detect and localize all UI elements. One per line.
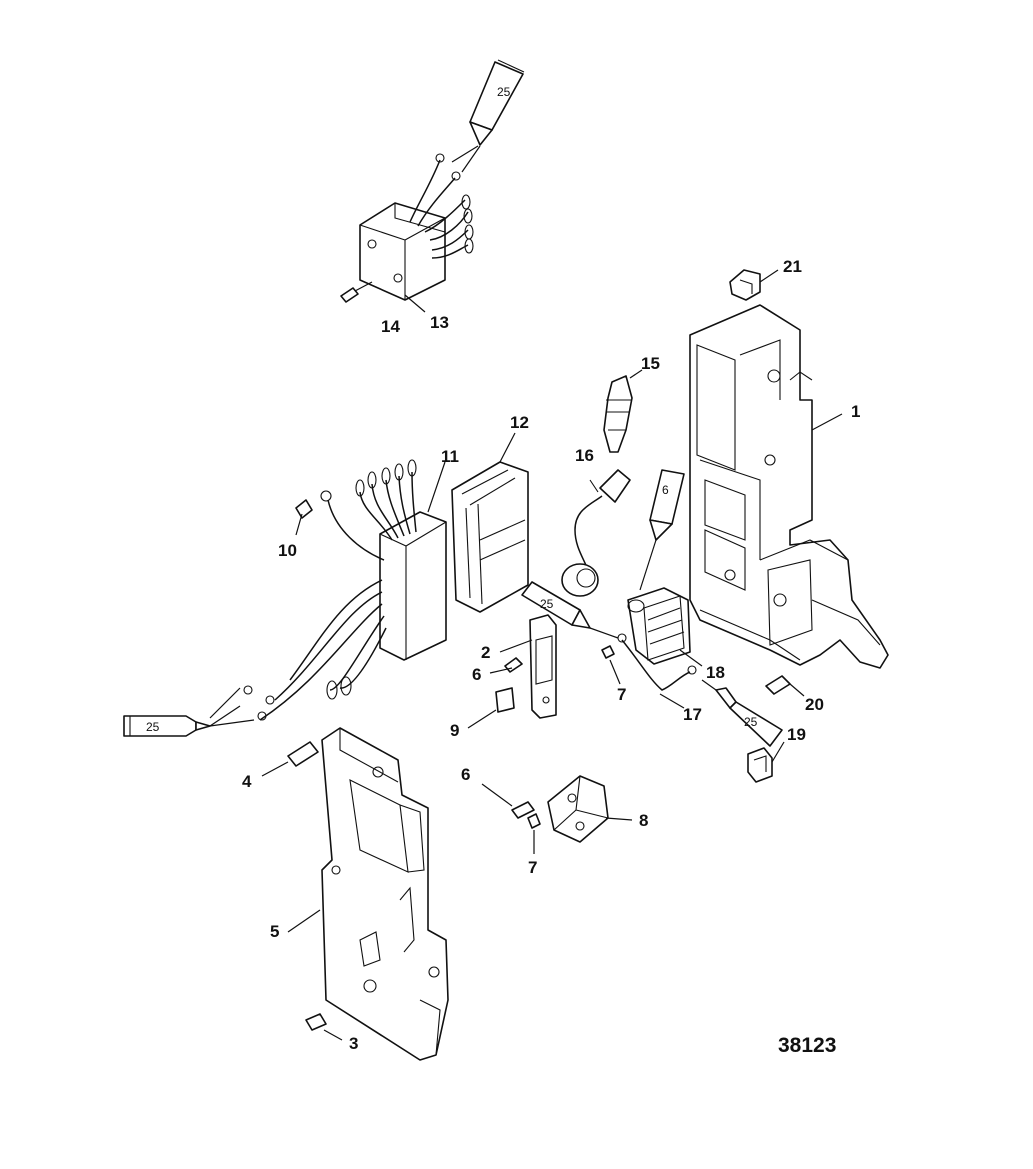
- callout-labels: 1 2 3 4 5 6 6 7 7 8 9 10 11 12 13 14 15 …: [242, 257, 860, 1053]
- tube-25-right: 25: [701, 679, 783, 747]
- callout-20: 20: [805, 695, 824, 714]
- part-21-clip: [729, 269, 779, 301]
- part-16-high-tension-lead: [561, 469, 631, 597]
- callout-11: 11: [441, 447, 459, 466]
- part-17-ground-wire: [617, 633, 697, 709]
- callout-7-lower: 7: [528, 858, 537, 877]
- callout-9: 9: [450, 721, 459, 740]
- callout-2: 2: [481, 643, 490, 662]
- tube-25-left: 25: [123, 705, 255, 737]
- part-13-rectifier-block: [359, 153, 474, 301]
- part-15-plug-cap: [603, 369, 643, 453]
- part-3-screw: [305, 1013, 343, 1041]
- part-20-bolt: [765, 675, 805, 697]
- callout-5: 5: [270, 922, 279, 941]
- callout-18: 18: [706, 663, 725, 682]
- tube-label-6: 6: [662, 483, 669, 497]
- callout-1: 1: [851, 402, 860, 421]
- callout-8: 8: [639, 811, 648, 830]
- part-11-switch-box: [209, 459, 447, 721]
- figure-number: 38123: [778, 1034, 836, 1057]
- part-7-nut-upper: [601, 645, 621, 685]
- callout-19: 19: [787, 725, 806, 744]
- callout-6-lower: 6: [461, 765, 470, 784]
- part-4-bolt: [261, 741, 319, 777]
- part-8-trigger-assembly: [547, 775, 633, 843]
- tube-25-top: 25: [451, 59, 525, 173]
- callout-16: 16: [575, 446, 594, 465]
- callout-21: 21: [783, 257, 802, 276]
- callout-15: 15: [641, 354, 660, 373]
- callout-17: 17: [683, 705, 702, 724]
- part-1-mounting-bracket: [689, 304, 889, 669]
- part-12-cover: [451, 432, 529, 613]
- callout-6-upper: 6: [472, 665, 481, 684]
- part-10-bolt: [295, 499, 313, 536]
- tube-label-right: 25: [744, 715, 758, 729]
- tube-6: 6: [639, 469, 685, 591]
- part-19-clip: [747, 741, 785, 783]
- callout-13: 13: [430, 313, 449, 332]
- part-2-bracket-plate: [499, 614, 557, 719]
- callout-7-upper: 7: [617, 685, 626, 704]
- callout-14: 14: [381, 317, 400, 336]
- part-6-screw-upper: [489, 657, 523, 674]
- tube-25-middle: 25: [521, 581, 619, 639]
- tube-label-left: 25: [146, 720, 160, 734]
- part-18-ignition-coil: [627, 587, 703, 667]
- tube-label-middle: 25: [540, 597, 554, 611]
- part-6-screw-lower: [481, 783, 535, 819]
- callout-10: 10: [278, 541, 297, 560]
- part-9-clip: [467, 687, 515, 729]
- tube-label-top: 25: [497, 85, 511, 99]
- part-14-screw: [340, 281, 373, 303]
- part-7-nut-lower: [527, 813, 541, 854]
- callout-3: 3: [349, 1034, 358, 1053]
- callout-4: 4: [242, 772, 252, 791]
- callout-12: 12: [510, 413, 529, 432]
- part-5-base-plate: [287, 727, 449, 1061]
